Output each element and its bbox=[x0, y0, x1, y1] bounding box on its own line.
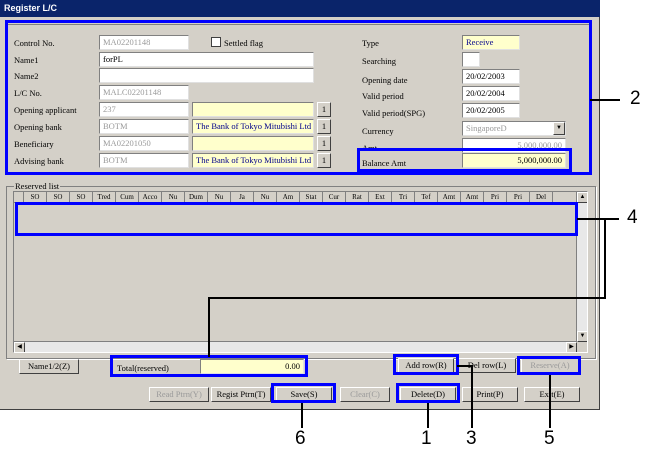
control-no-field[interactable]: MA02201148 bbox=[99, 35, 189, 50]
searching-label: Searching bbox=[362, 56, 396, 66]
window-title: Register L/C bbox=[0, 0, 600, 17]
currency-select[interactable]: SingaporeD bbox=[462, 121, 566, 136]
advising-bank-code-field[interactable]: BOTM bbox=[99, 153, 189, 168]
name1-field[interactable]: forPL bbox=[99, 52, 314, 67]
callout-line-5 bbox=[549, 375, 551, 428]
currency-dropdown-arrow-icon[interactable]: ▼ bbox=[553, 122, 565, 135]
scroll-down-icon[interactable]: ▼ bbox=[577, 331, 587, 342]
beneficiary-label: Beneficiary bbox=[14, 139, 54, 149]
balance-amt-label: Balance Amt bbox=[362, 158, 407, 168]
searching-field[interactable] bbox=[462, 52, 480, 67]
type-label: Type bbox=[362, 38, 379, 48]
opening-applicant-lookup-button[interactable]: 1 bbox=[317, 102, 331, 117]
clear-button[interactable]: Clear(C) bbox=[340, 387, 390, 402]
beneficiary-lookup-button[interactable]: 1 bbox=[317, 136, 331, 151]
callout-6: 6 bbox=[295, 428, 306, 449]
callout-line-4d bbox=[208, 297, 210, 357]
highlight-reserve bbox=[517, 356, 581, 375]
callout-line-3a bbox=[457, 365, 473, 367]
highlight-delete bbox=[396, 383, 460, 403]
reserved-list-label: Reserved list bbox=[14, 181, 61, 191]
register-lc-window: Register L/C Control No. MA02201148 Sett… bbox=[0, 0, 600, 410]
callout-line-4c bbox=[208, 297, 606, 299]
opening-date-label: Opening date bbox=[362, 75, 408, 85]
reserved-list-group bbox=[6, 186, 596, 359]
currency-label: Currency bbox=[362, 126, 394, 136]
scroll-right-icon[interactable]: ▶ bbox=[566, 342, 577, 352]
settled-flag-label: Settled flag bbox=[224, 38, 263, 48]
highlight-balance-amt bbox=[357, 148, 572, 172]
advising-bank-name-field[interactable]: The Bank of Tokyo Mitubishi Ltd bbox=[192, 153, 314, 168]
callout-3: 3 bbox=[466, 428, 477, 449]
advising-bank-label: Advising bank bbox=[14, 156, 64, 166]
valid-period-spg-field[interactable]: 20/02/2005 bbox=[462, 103, 520, 118]
name2-field[interactable] bbox=[99, 68, 314, 83]
callout-5: 5 bbox=[544, 428, 555, 449]
scroll-up-icon[interactable]: ▲ bbox=[577, 192, 587, 203]
lc-no-field[interactable]: MALC02201148 bbox=[99, 85, 189, 100]
name2-label: Name2 bbox=[14, 71, 39, 81]
opening-date-field[interactable]: 20/02/2003 bbox=[462, 69, 520, 84]
callout-line-6 bbox=[301, 403, 303, 428]
name12-button[interactable]: Name1/2(Z) bbox=[19, 359, 79, 374]
total-reserved-field: 0.00 bbox=[200, 359, 304, 374]
callout-line-2 bbox=[590, 99, 620, 101]
opening-applicant-label: Opening applicant bbox=[14, 105, 77, 115]
callout-1: 1 bbox=[421, 428, 432, 449]
lc-no-label: L/C No. bbox=[14, 88, 42, 98]
total-reserved-label: Total(reserved) bbox=[117, 363, 169, 373]
settled-flag-checkbox[interactable] bbox=[211, 37, 221, 47]
highlight-grid-row bbox=[15, 202, 578, 236]
advising-bank-lookup-button[interactable]: 1 bbox=[317, 153, 331, 168]
beneficiary-code-field[interactable]: MA02201050 bbox=[99, 136, 189, 151]
type-field[interactable]: Receive bbox=[462, 35, 520, 50]
exit-button[interactable]: Exit(E) bbox=[524, 387, 580, 402]
opening-bank-lookup-button[interactable]: 1 bbox=[317, 119, 331, 134]
regist-ptrn-button[interactable]: Regist Ptrn(T) bbox=[211, 387, 271, 402]
control-no-label: Control No. bbox=[14, 38, 55, 48]
opening-bank-name-field[interactable]: The Bank of Tokyo Mitubishi Ltd bbox=[192, 119, 314, 134]
callout-line-1 bbox=[427, 403, 429, 428]
highlight-header-area bbox=[5, 20, 592, 175]
grid-horizontal-scrollbar[interactable]: ◀ ▶ bbox=[14, 341, 577, 352]
opening-bank-label: Opening bank bbox=[14, 122, 62, 132]
balance-amt-field[interactable]: 5,000,000.00 bbox=[462, 153, 566, 168]
beneficiary-name-field[interactable] bbox=[192, 136, 314, 151]
highlight-total-reserved bbox=[110, 355, 308, 377]
callout-line-3b bbox=[471, 365, 473, 428]
callout-line-4b bbox=[604, 218, 606, 299]
print-button[interactable]: Print(P) bbox=[462, 387, 518, 402]
callout-line-4a bbox=[577, 218, 619, 220]
read-ptrn-button[interactable]: Read Ptrn(Y) bbox=[149, 387, 209, 402]
opening-applicant-code-field[interactable]: 237 bbox=[99, 102, 189, 117]
highlight-save bbox=[271, 383, 336, 403]
valid-period-label: Valid period bbox=[362, 91, 404, 101]
name1-label: Name1 bbox=[14, 55, 39, 65]
callout-2: 2 bbox=[630, 88, 641, 109]
currency-value: SingaporeD bbox=[466, 123, 507, 133]
valid-period-spg-label: Valid period(SPG) bbox=[362, 108, 426, 118]
opening-applicant-name-field[interactable] bbox=[192, 102, 314, 117]
scroll-left-icon[interactable]: ◀ bbox=[14, 342, 25, 352]
highlight-add-row bbox=[393, 354, 459, 375]
callout-4: 4 bbox=[627, 207, 638, 228]
opening-bank-code-field[interactable]: BOTM bbox=[99, 119, 189, 134]
grid-vertical-scrollbar[interactable]: ▲ ▼ bbox=[576, 192, 587, 342]
valid-period-field[interactable]: 20/02/2004 bbox=[462, 86, 520, 101]
